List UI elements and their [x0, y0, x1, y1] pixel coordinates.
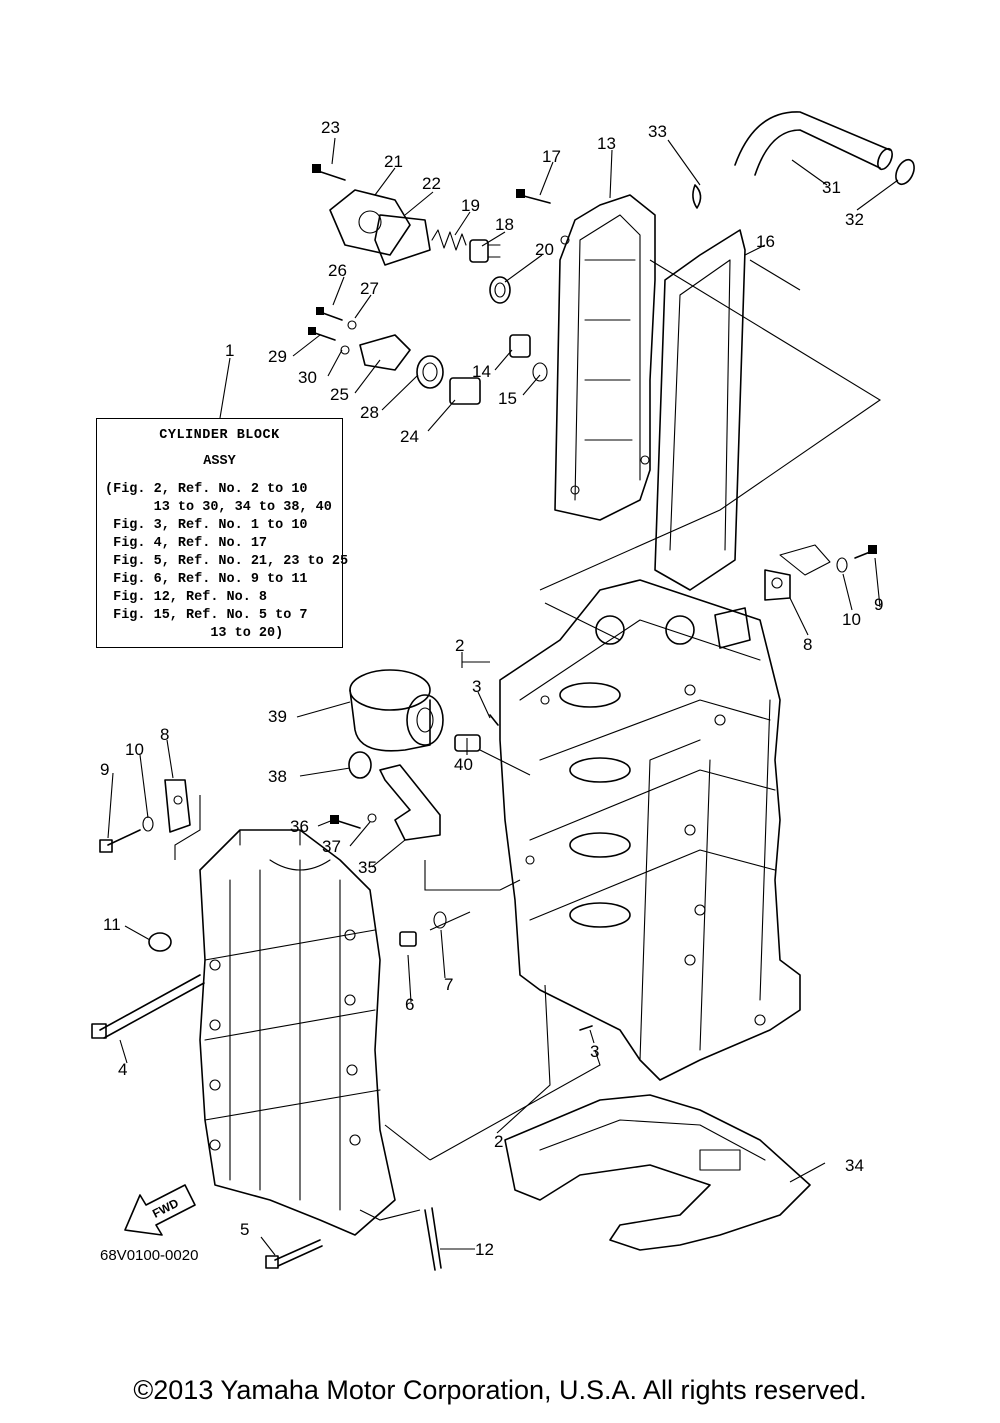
callout-10-right: 10	[842, 610, 861, 629]
callout-2-upper: 2	[455, 636, 464, 655]
callout-18: 18	[495, 215, 514, 234]
callout-10-left: 10	[125, 740, 144, 759]
callout-9-right: 9	[874, 595, 883, 614]
callout-3-upper: 3	[472, 677, 481, 696]
assy-title: CYLINDER BLOCK	[159, 428, 280, 443]
hose-clamp	[895, 158, 915, 186]
callout-1: 1	[225, 341, 234, 360]
callout-12: 12	[475, 1240, 494, 1259]
callout-8-left: 8	[160, 725, 169, 744]
copyright-notice: ©2013 Yamaha Motor Corporation, U.S.A. A…	[133, 1375, 867, 1405]
anode-plug	[509, 334, 548, 382]
callout-4: 4	[118, 1060, 127, 1079]
cylinder-block	[499, 579, 801, 1081]
figure-code: 68V0100-0020	[100, 1247, 199, 1264]
assy-reference-box: CYLINDER BLOCK ASSY (Fig. 2, Ref. No. 2 …	[96, 418, 349, 648]
water-sensor	[449, 377, 481, 405]
clip	[692, 184, 702, 209]
callout-14: 14	[472, 362, 491, 381]
crankcase	[199, 829, 396, 1236]
base-gasket	[504, 1094, 811, 1251]
callout-29: 29	[268, 347, 287, 366]
callout-11: 11	[103, 915, 121, 934]
callout-39: 39	[268, 707, 287, 726]
thermostat-cover	[329, 189, 411, 256]
callout-16: 16	[756, 232, 775, 251]
leader-lines	[107, 137, 899, 1256]
assy-line: Fig. 4, Ref. No. 17	[105, 536, 268, 551]
thermostat-seal	[489, 276, 511, 304]
callout-26: 26	[328, 261, 347, 280]
callout-9-left: 9	[100, 760, 109, 779]
callout-24: 24	[400, 427, 419, 446]
callout-17: 17	[542, 147, 561, 166]
exhaust-cover	[554, 194, 656, 521]
callout-35: 35	[358, 858, 377, 877]
callout-31: 31	[822, 178, 841, 197]
assy-line: Fig. 15, Ref. No. 5 to 7	[105, 608, 308, 623]
oil-filter	[349, 669, 444, 752]
callout-23: 23	[321, 118, 340, 137]
bracket-bolt	[330, 813, 377, 829]
callout-37: 37	[322, 837, 341, 856]
long-bolts	[91, 974, 442, 1271]
callout-8-right: 8	[803, 635, 812, 654]
flow-valve-cover	[359, 334, 444, 389]
callout-36: 36	[290, 817, 309, 836]
hose	[734, 111, 893, 176]
thermostat-spring	[431, 229, 467, 251]
thermostat-gasket	[374, 214, 431, 266]
assy-line: 13 to 20)	[105, 626, 284, 641]
assy-subtitle: ASSY	[203, 454, 236, 469]
callout-19: 19	[461, 196, 480, 215]
callout-25: 25	[330, 385, 349, 404]
callout-6: 6	[405, 995, 414, 1014]
callout-21: 21	[384, 152, 403, 171]
thermostat	[469, 239, 501, 263]
assy-line: Fig. 12, Ref. No. 8	[105, 590, 268, 605]
fwd-label: FWD	[150, 1196, 181, 1221]
fwd-arrow: FWD	[124, 1184, 196, 1236]
callout-2-lower: 2	[494, 1132, 503, 1151]
callout-20: 20	[535, 240, 554, 259]
callout-30: 30	[298, 368, 317, 387]
callout-3-lower: 3	[590, 1042, 599, 1061]
callout-27: 27	[360, 279, 379, 298]
assy-line: (Fig. 2, Ref. No. 2 to 10	[105, 482, 308, 497]
assy-line: 13 to 30, 34 to 38, 40	[105, 500, 332, 515]
bracket	[379, 764, 441, 841]
callout-22: 22	[422, 174, 441, 193]
callout-38: 38	[268, 767, 287, 786]
callout-15: 15	[498, 389, 517, 408]
callout-28: 28	[360, 403, 379, 422]
callout-32: 32	[845, 210, 864, 229]
small-bolts	[308, 164, 551, 355]
callout-labels: 1 2 2 3 3 4 5 6 7 8 8 9 9 10 10 11 12 13…	[100, 118, 883, 1259]
assy-line: Fig. 3, Ref. No. 1 to 10	[105, 518, 308, 533]
side-fasteners	[99, 714, 593, 1031]
callout-5: 5	[240, 1220, 249, 1239]
exhaust-cover-gasket	[654, 229, 746, 591]
callout-40: 40	[454, 755, 473, 774]
right-fasteners	[764, 544, 877, 601]
callout-7: 7	[444, 975, 453, 994]
callout-33: 33	[648, 122, 667, 141]
callout-34: 34	[845, 1156, 864, 1175]
assy-line: Fig. 5, Ref. No. 21, 23 to 25	[105, 554, 349, 569]
assy-line: Fig. 6, Ref. No. 9 to 11	[105, 572, 308, 587]
callout-13: 13	[597, 134, 616, 153]
collar	[348, 751, 372, 779]
